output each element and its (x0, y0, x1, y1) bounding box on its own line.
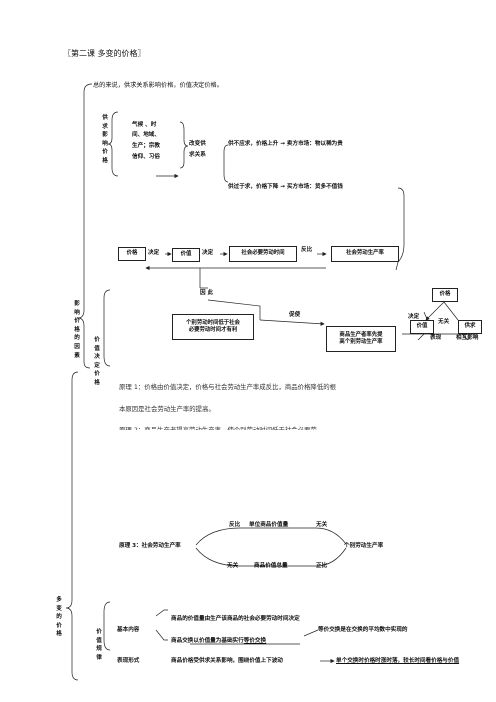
law-line-1: 商品的价值量由生产该商品的社会必要劳动时间决定 (171, 616, 300, 622)
principle-2-partial: 原理 2：商品生产者提高劳动生产率，使个别劳动时间低于社会必要劳 (119, 426, 317, 430)
brace-influence (77, 83, 93, 369)
p3-unrelated-top-label: 无关 (316, 522, 328, 528)
brace-value-decides (103, 289, 111, 367)
law-line-2: 商品交换以价值量为基础实行等价交换 (171, 638, 267, 644)
value-decides-vertical-label: 价值决定价格 (94, 337, 100, 386)
p3-unit-value-label: 单位商品价值量 (249, 522, 289, 528)
lower-time-box: 个别劳动时间低于社会必要劳动时间才有利 (172, 314, 254, 340)
productivity-box: 社会劳动生产率 (331, 246, 399, 262)
price-box: 价格 (118, 247, 146, 261)
factors-line-4: 信仰、习俗 (132, 154, 160, 160)
brace-law (103, 601, 111, 651)
connector-right (395, 187, 405, 271)
decide-label-1: 决定 (148, 250, 160, 256)
law-side-note: 等价交换是在交换的平均数中实现的 (318, 627, 408, 633)
promote-label: 促使 (289, 312, 301, 318)
change-line-2: 求关系 (189, 152, 206, 158)
p3-label: 原理 3：社会劳动生产率 (119, 543, 181, 549)
brace-changing-price (65, 371, 79, 681)
law-form-label: 表现形式 (117, 658, 140, 664)
p3-individual-label: 个别劳动生产率 (344, 543, 384, 549)
decide-label-2: 决定 (202, 250, 214, 256)
law-form-text: 商品价格受供求关系影响，围绕价值上下波动 (171, 658, 283, 664)
triangle-unrelated-label: 无关 (438, 319, 450, 325)
factors-line-1: 气候 、时 (132, 122, 157, 128)
changing-price-vertical-label: 多变的价格 (56, 597, 62, 638)
triangle-expression-label: 表现 (430, 335, 442, 341)
p3-direct-label: 正比 (316, 563, 328, 569)
triangle-value-box: 价值 (410, 320, 434, 334)
change-line-1: 改变供 (189, 141, 206, 147)
inverse-label: 反比 (301, 247, 313, 253)
surplus-text: 供过于求，价格下降 → 买方市场：货多不值钱 (228, 184, 343, 190)
triangle-supply-box: 供求 (458, 320, 482, 334)
law-vertical-label: 价值规律 (96, 629, 102, 661)
factors-line-3: 生产；宗教 (132, 143, 160, 149)
brace-supply (107, 111, 119, 177)
law-form-note: 单个交换时价格时涨时落，较长时间看价格与价值 (336, 658, 460, 664)
reason-label: 因 此 (200, 290, 214, 296)
producer-box: 商品生产者率先提高个别劳动生产率 (326, 326, 396, 352)
factors-vertical-label: 供求影响价格 (102, 115, 108, 164)
value-box: 价值 (172, 248, 200, 262)
principle-1-line-b: 本原因是社会劳动生产率的提高。 (119, 405, 215, 413)
labor-time-box: 社会必要劳动时间 (229, 246, 297, 262)
triangle-interrelated-label: 相互影响 (456, 335, 479, 341)
p3-total-value-label: 商品价值总量 (254, 563, 288, 569)
triangle-decide-label: 决定 (408, 314, 420, 320)
law-basic-content-label: 基本内容 (117, 627, 140, 633)
page-title: 〖第二课 多变的价格〗 (63, 49, 146, 58)
short-supply-text: 供不应求，价格上升 → 卖方市场：物以稀为贵 (228, 141, 343, 147)
principle-1-line-a: 原理 1：价格由价值决定，价格与社会劳动生产率成反比，商品价格降低的根 (119, 383, 336, 391)
influence-vertical-label: 影响价格的因素 (74, 301, 80, 359)
triangle-price-box: 价格 (432, 288, 458, 302)
intro-text: 总的来说，供求关系影响价格，价值决定价格。 (93, 82, 223, 89)
brace-short-surplus (223, 144, 229, 183)
factors-line-2: 间、地域、 (132, 132, 160, 138)
p3-inverse-label: 反比 (229, 522, 241, 528)
p3-unrelated-bottom-label: 无关 (227, 563, 239, 569)
brace-factors-right (179, 121, 189, 169)
